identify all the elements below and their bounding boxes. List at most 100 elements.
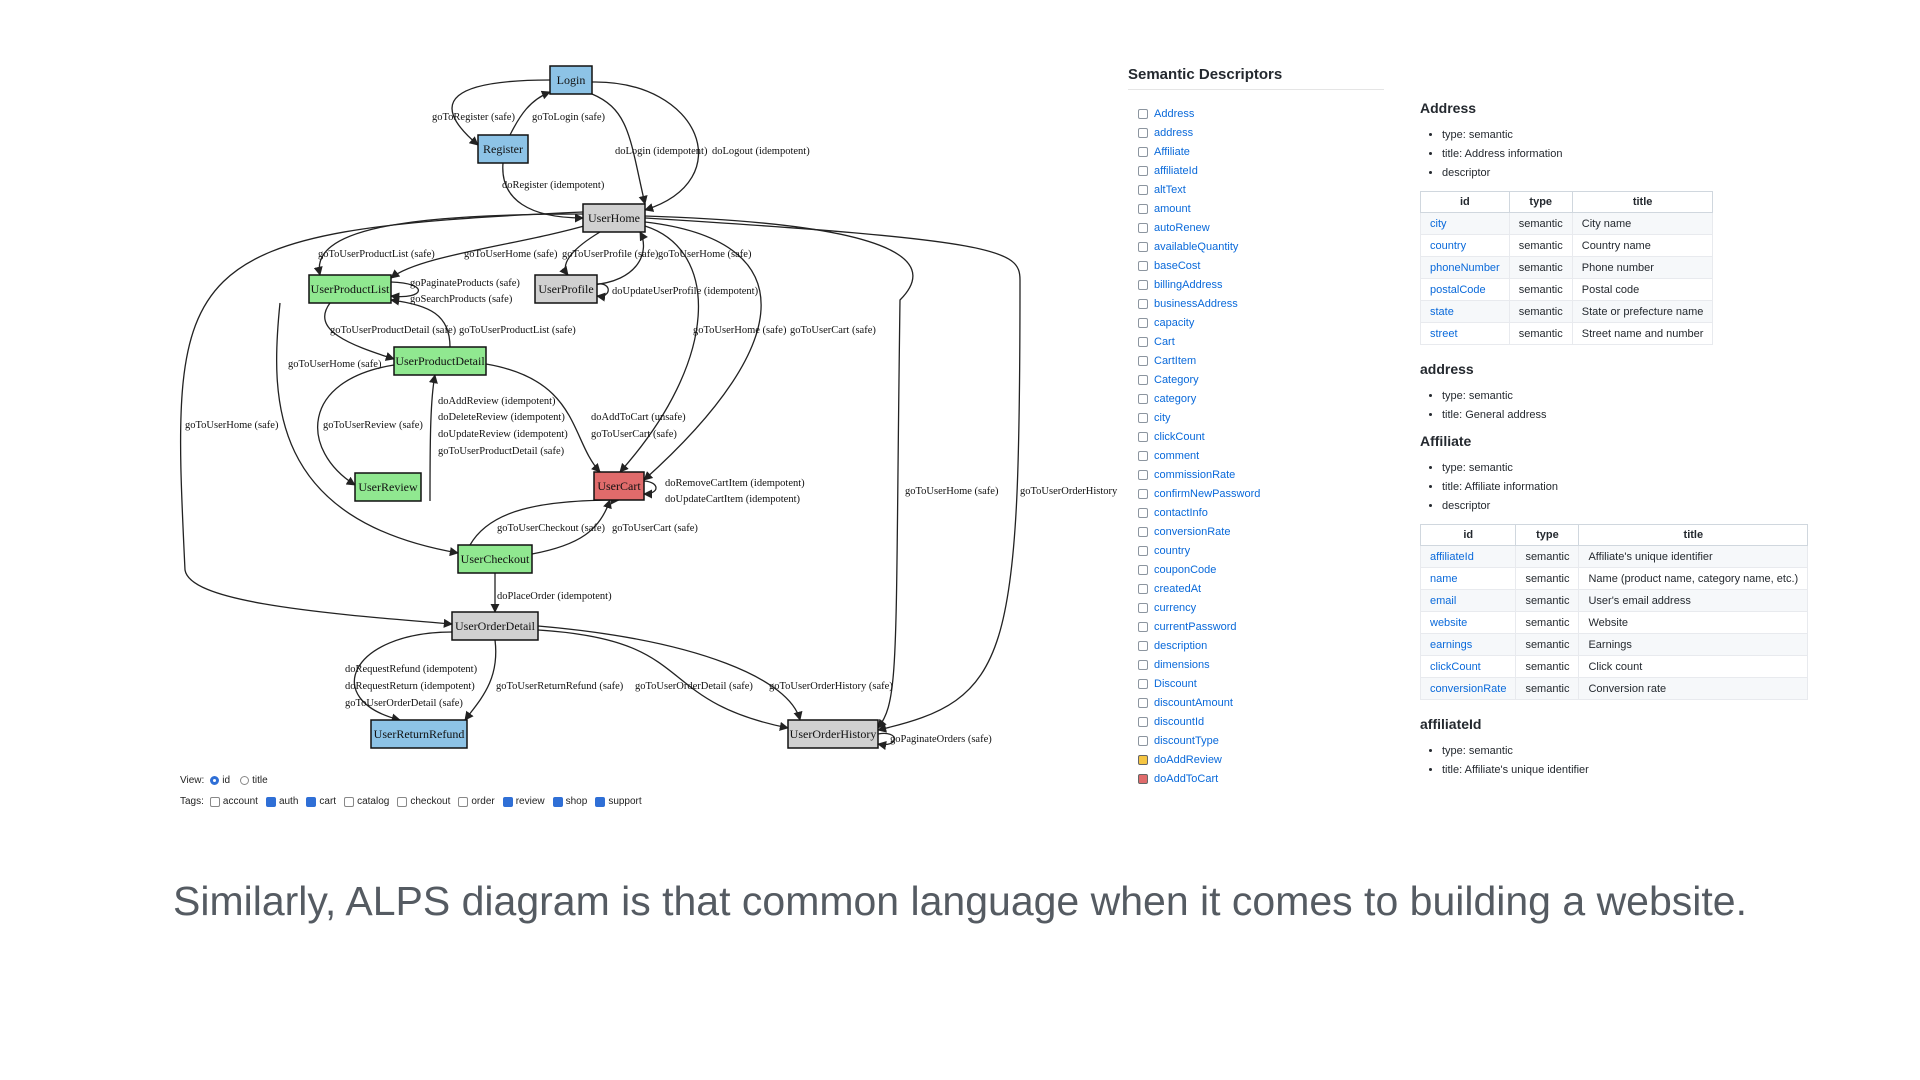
node-user-order-history[interactable]: UserOrderHistory	[787, 719, 879, 749]
descriptor-link[interactable]: category	[1154, 392, 1197, 405]
node-user-return-refund[interactable]: UserReturnRefund	[370, 719, 468, 749]
descriptor-link[interactable]: Affiliate	[1154, 145, 1190, 158]
descriptor-link[interactable]: confirmNewPassword	[1154, 487, 1261, 500]
table-cell-id-link[interactable]: country	[1420, 234, 1510, 257]
tag-option-auth[interactable]: auth	[265, 796, 298, 807]
descriptor-link[interactable]: dimensions	[1154, 658, 1210, 671]
descriptor-item-category[interactable]: category	[1138, 389, 1388, 408]
table-cell-id-link[interactable]: affiliateId	[1419, 545, 1517, 568]
descriptor-checkbox[interactable]	[1138, 469, 1148, 480]
descriptor-item-coupon-code[interactable]: couponCode	[1138, 560, 1388, 579]
tag-option-cart[interactable]: cart	[306, 796, 336, 807]
tag-checkbox[interactable]	[306, 796, 317, 807]
descriptor-item-address[interactable]: Address	[1138, 104, 1388, 123]
descriptor-link[interactable]: clickCount	[1154, 430, 1205, 443]
descriptor-item-amount[interactable]: amount	[1138, 199, 1388, 218]
descriptor-link[interactable]: doAddReview	[1154, 753, 1222, 766]
table-cell-id-link[interactable]: earnings	[1419, 633, 1517, 656]
descriptor-checkbox[interactable]	[1138, 165, 1148, 176]
node-login[interactable]: Login	[549, 65, 593, 95]
descriptor-link[interactable]: affiliateId	[1154, 164, 1198, 177]
tag-checkbox[interactable]	[209, 796, 220, 807]
node-user-profile[interactable]: UserProfile	[534, 274, 598, 304]
descriptor-link[interactable]: autoRenew	[1154, 221, 1210, 234]
descriptor-link[interactable]: conversionRate	[1154, 525, 1231, 538]
descriptor-link[interactable]: comment	[1154, 449, 1200, 462]
descriptor-item-cart-item[interactable]: CartItem	[1138, 351, 1388, 370]
descriptor-checkbox[interactable]	[1138, 241, 1148, 252]
descriptor-checkbox[interactable]	[1138, 374, 1148, 385]
descriptor-checkbox[interactable]	[1138, 317, 1148, 328]
descriptor-checkbox[interactable]	[1138, 545, 1148, 556]
descriptor-checkbox[interactable]	[1138, 735, 1148, 746]
descriptor-link[interactable]: couponCode	[1154, 563, 1217, 576]
descriptor-link[interactable]: capacity	[1154, 316, 1195, 329]
descriptor-checkbox[interactable]	[1138, 659, 1148, 670]
descriptor-item-cart[interactable]: Cart	[1138, 332, 1388, 351]
table-cell-id-link[interactable]: state	[1420, 300, 1510, 323]
table-cell-id-link[interactable]: name	[1419, 567, 1517, 590]
descriptor-link[interactable]: billingAddress	[1154, 278, 1223, 291]
descriptor-item-category[interactable]: Category	[1138, 370, 1388, 389]
descriptor-checkbox[interactable]	[1138, 583, 1148, 594]
descriptor-link[interactable]: commissionRate	[1154, 468, 1236, 481]
descriptor-checkbox[interactable]	[1138, 526, 1148, 537]
descriptor-item-capacity[interactable]: capacity	[1138, 313, 1388, 332]
descriptor-item-country[interactable]: country	[1138, 541, 1388, 560]
descriptor-item-base-cost[interactable]: baseCost	[1138, 256, 1388, 275]
descriptor-link[interactable]: discountType	[1154, 734, 1219, 747]
descriptor-item-confirm-new-password[interactable]: confirmNewPassword	[1138, 484, 1388, 503]
node-user-order-detail[interactable]: UserOrderDetail	[451, 611, 539, 641]
descriptor-checkbox[interactable]	[1138, 203, 1148, 214]
node-user-checkout[interactable]: UserCheckout	[457, 544, 533, 574]
descriptor-item-billing-address[interactable]: billingAddress	[1138, 275, 1388, 294]
descriptor-item-contact-info[interactable]: contactInfo	[1138, 503, 1388, 522]
descriptor-item-click-count[interactable]: clickCount	[1138, 427, 1388, 446]
descriptor-checkbox[interactable]	[1138, 279, 1148, 290]
descriptor-checkbox[interactable]	[1138, 336, 1148, 347]
tag-option-shop[interactable]: shop	[552, 796, 587, 807]
descriptor-link[interactable]: businessAddress	[1154, 297, 1238, 310]
descriptor-link[interactable]: baseCost	[1154, 259, 1201, 272]
descriptor-checkbox[interactable]	[1138, 260, 1148, 271]
descriptor-link[interactable]: address	[1154, 126, 1194, 139]
descriptor-checkbox[interactable]	[1138, 184, 1148, 195]
descriptor-checkbox[interactable]	[1138, 754, 1148, 765]
descriptor-item-address[interactable]: address	[1138, 123, 1388, 142]
descriptor-link[interactable]: city	[1154, 411, 1171, 424]
descriptor-link[interactable]: currentPassword	[1154, 620, 1237, 633]
view-option-title[interactable]: title	[240, 775, 268, 786]
descriptor-checkbox[interactable]	[1138, 127, 1148, 138]
tag-option-order[interactable]: order	[458, 796, 495, 807]
table-cell-id-link[interactable]: conversionRate	[1419, 677, 1517, 700]
descriptor-item-auto-renew[interactable]: autoRenew	[1138, 218, 1388, 237]
tag-checkbox[interactable]	[595, 796, 606, 807]
tag-option-account[interactable]: account	[209, 796, 258, 807]
descriptor-link[interactable]: Cart	[1154, 335, 1175, 348]
descriptor-item-city[interactable]: city	[1138, 408, 1388, 427]
descriptor-checkbox[interactable]	[1138, 450, 1148, 461]
descriptor-item-commission-rate[interactable]: commissionRate	[1138, 465, 1388, 484]
descriptor-checkbox[interactable]	[1138, 222, 1148, 233]
descriptor-checkbox[interactable]	[1138, 507, 1148, 518]
descriptor-link[interactable]: altText	[1154, 183, 1186, 196]
descriptor-item-alt-text[interactable]: altText	[1138, 180, 1388, 199]
descriptor-link[interactable]: doAddToCart	[1154, 772, 1219, 785]
node-user-product-list[interactable]: UserProductList	[308, 274, 392, 304]
descriptor-item-discount-type[interactable]: discountType	[1138, 731, 1388, 750]
descriptor-link[interactable]: country	[1154, 544, 1191, 557]
descriptor-link[interactable]: Category	[1154, 373, 1199, 386]
descriptor-checkbox[interactable]	[1138, 697, 1148, 708]
descriptor-checkbox[interactable]	[1138, 678, 1148, 689]
table-cell-id-link[interactable]: postalCode	[1420, 278, 1510, 301]
descriptor-item-discount-id[interactable]: discountId	[1138, 712, 1388, 731]
descriptor-item-affiliate-id[interactable]: affiliateId	[1138, 161, 1388, 180]
view-option-id[interactable]: id	[210, 775, 230, 786]
descriptor-checkbox[interactable]	[1138, 298, 1148, 309]
tag-option-catalog[interactable]: catalog	[344, 796, 389, 807]
descriptor-link[interactable]: Discount	[1154, 677, 1197, 690]
node-user-product-detail[interactable]: UserProductDetail	[393, 346, 487, 376]
descriptor-link[interactable]: currency	[1154, 601, 1197, 614]
descriptor-link[interactable]: createdAt	[1154, 582, 1202, 595]
descriptor-link[interactable]: amount	[1154, 202, 1191, 215]
